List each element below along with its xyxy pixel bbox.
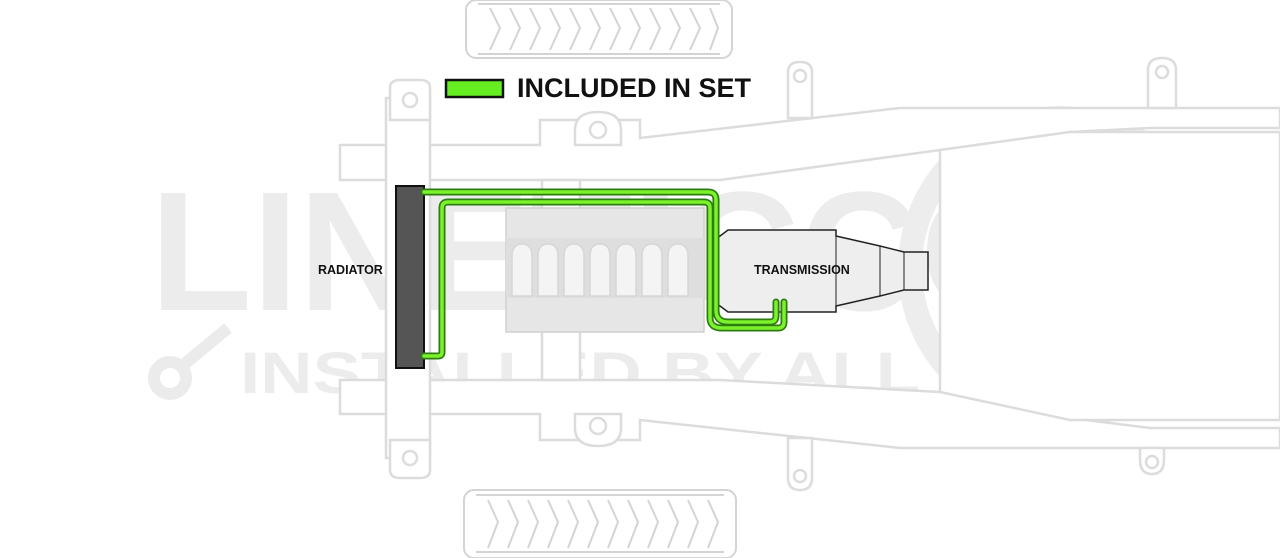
transmission [711,229,929,313]
engine-block [505,207,705,333]
frame-mounts [388,56,1178,492]
legend-swatch [444,78,505,99]
frame-rear-body [938,130,1280,422]
cooler-line-inner [422,190,786,358]
legend: INCLUDED IN SET [444,73,752,103]
top-tire [465,0,733,59]
legend-label: INCLUDED IN SET [517,73,752,103]
bottom-tire-tread [476,494,724,553]
radiator-label: RADIATOR [318,263,383,277]
radiator [395,185,425,369]
engine-cylinders [511,243,689,297]
wrench-icon [148,323,232,400]
bottom-tire [463,489,737,558]
transmission-label: TRANSMISSION [754,263,850,277]
top-tire-tread [478,3,720,55]
cooler-lines [420,188,788,360]
